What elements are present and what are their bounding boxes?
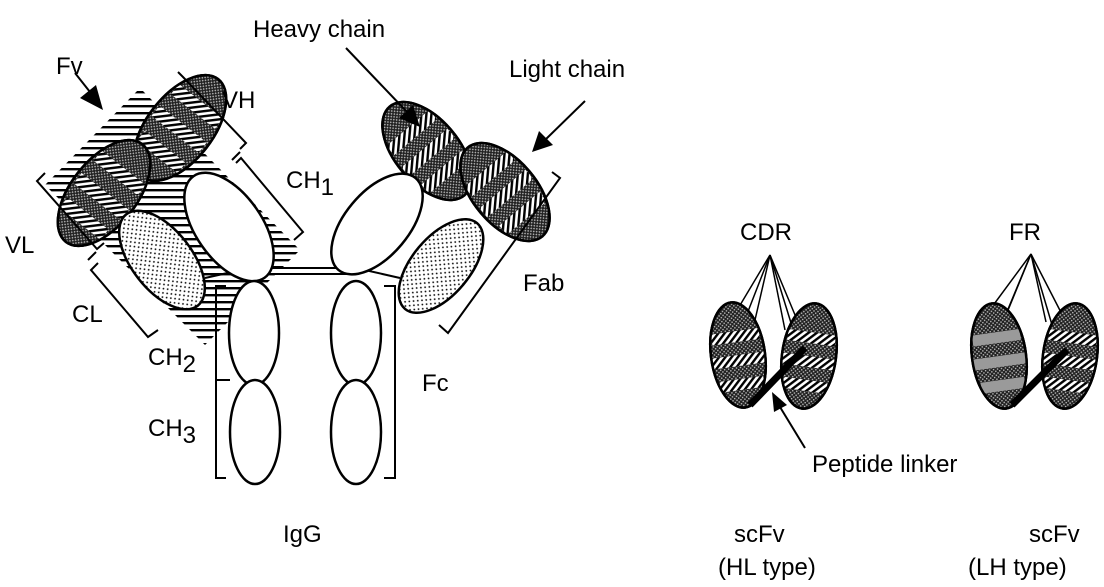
fab-label: Fab <box>523 270 564 297</box>
ch1-label: CH1 <box>286 167 334 201</box>
scfv-lh-type: (LH type) <box>968 554 1067 581</box>
fv-label: Fv <box>56 53 83 80</box>
scfv-lh-vh <box>1036 300 1104 412</box>
vl-label: VL <box>5 232 34 259</box>
vh-label: VH <box>222 87 255 114</box>
fc-label: Fc <box>422 370 449 397</box>
heavy-chain-label: Heavy chain <box>253 16 385 43</box>
igg-label: IgG <box>283 521 322 548</box>
fc-bracket <box>384 286 395 478</box>
left-ch2-domain <box>229 281 279 385</box>
heavy-chain-arrow <box>346 48 408 113</box>
peptide-linker-label: Peptide linker <box>812 451 957 478</box>
cl-label: CL <box>72 301 103 328</box>
ch3-label: CH3 <box>148 415 196 449</box>
light-chain-arrow <box>544 101 585 141</box>
light-chain-label: Light chain <box>509 56 625 83</box>
scfv-hl-structure: CDR Peptide linker scFv (HL type) <box>704 219 958 581</box>
scfv-hl-type: (HL type) <box>718 554 816 581</box>
left-ch3-domain <box>230 380 280 484</box>
vl-cl-divider <box>88 252 96 260</box>
right-ch2-domain <box>331 281 381 385</box>
ch2-label: CH2 <box>148 344 196 378</box>
cdr-label: CDR <box>740 219 792 246</box>
igg-structure: Heavy chain Light chain Fv VH VL CH1 CL … <box>5 16 625 548</box>
peptide-linker-arrow <box>780 407 805 448</box>
scfv-hl-vl <box>775 300 843 412</box>
scfv-lh-structure: FR scFv (LH type) <box>965 219 1104 581</box>
scfv-lh-name: scFv <box>1029 521 1080 548</box>
right-ch3-domain <box>331 380 381 484</box>
fr-label: FR <box>1009 219 1041 246</box>
scfv-hl-name: scFv <box>734 521 785 548</box>
